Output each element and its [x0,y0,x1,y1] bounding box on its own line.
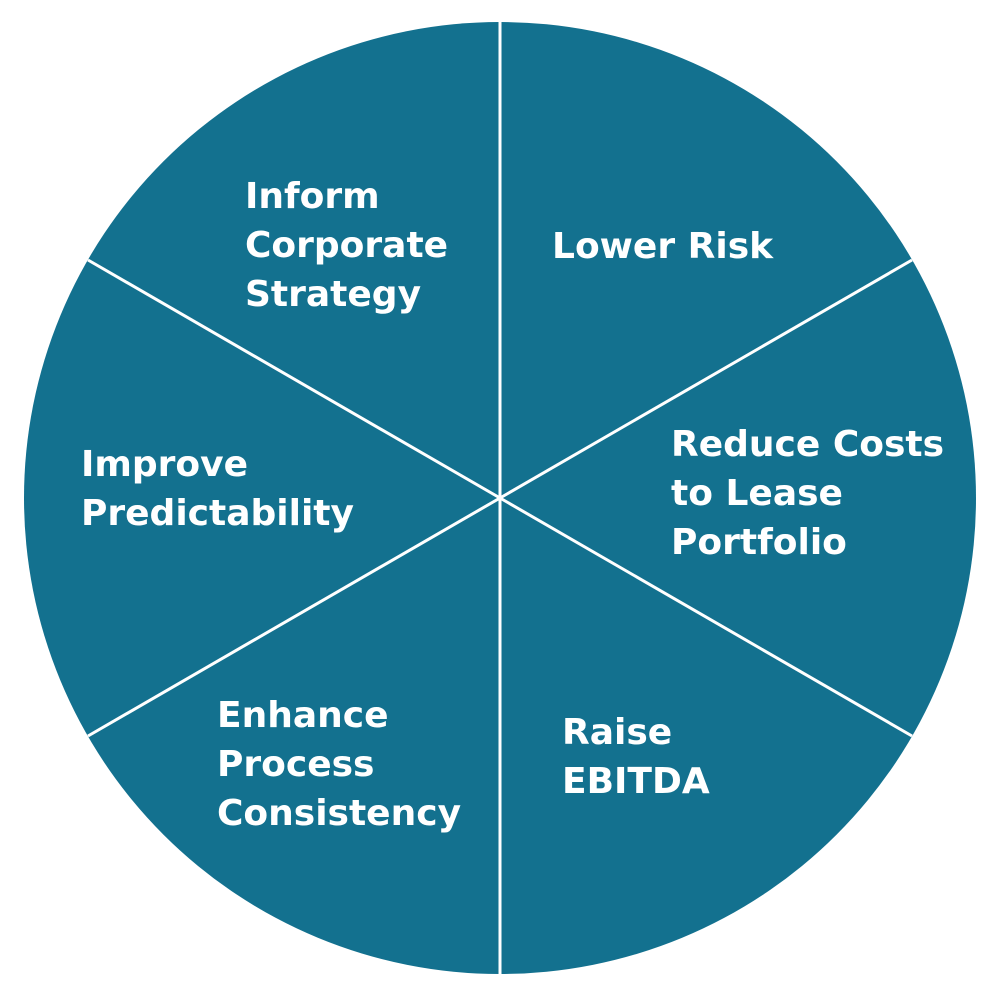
segment-label-raise-ebitda: Raise EBITDA [562,708,710,806]
divider-diagonal-up [87,258,913,738]
label-line: EBITDA [562,761,710,802]
label-line: Consistency [217,793,462,834]
label-line: Portfolio [671,522,847,563]
segment-label-enhance-process: Enhance Process Consistency [217,691,461,838]
label-line: to Lease [671,473,843,514]
label-line: Corporate [245,225,449,266]
label-line: Reduce Costs [671,424,945,465]
label-line: Improve [81,444,249,485]
label-line: Strategy [245,274,422,315]
label-line: Predictability [81,493,354,534]
label-line: Lower Risk [552,226,774,267]
label-line: Process [217,744,375,785]
segment-label-reduce-costs: Reduce Costs to Lease Portfolio [671,420,944,567]
label-line: Enhance [217,695,389,736]
segment-label-inform-strategy: Inform Corporate Strategy [245,172,448,319]
label-line: Raise [562,712,673,753]
label-line: Inform [245,176,380,217]
segment-label-lower-risk: Lower Risk [552,222,773,271]
segment-label-improve-predictability: Improve Predictability [81,440,354,538]
